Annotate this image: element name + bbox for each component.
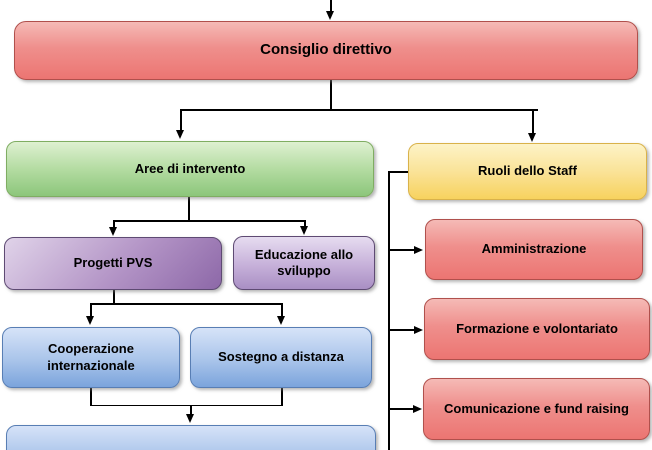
arrowhead-down-icon (528, 133, 536, 142)
connector-to-ruoli (532, 109, 534, 133)
node-aree-di-intervento: Aree di intervento (6, 141, 374, 197)
node-label: Progetti PVS (73, 255, 153, 271)
node-amministrazione: Amministrazione (425, 219, 643, 280)
connector-to-formazione (389, 329, 415, 331)
node-label: Sostegno a distanza (218, 349, 344, 365)
connector-to-progetti (113, 220, 115, 228)
arrowhead-right-icon (414, 325, 423, 334)
connector-to-amministrazione (389, 249, 415, 251)
node-label: Comunicazione e fund raising (444, 400, 629, 416)
node-label: Cooperazione internazionale (47, 341, 135, 373)
node-ruoli-dello-staff: Ruoli dello Staff (408, 143, 647, 200)
arrowhead-right-icon (413, 404, 422, 413)
connector-ruoli-out (388, 171, 408, 173)
connector-cooperazione-down (90, 388, 92, 406)
connector-aree-branch (113, 220, 305, 222)
connector-to-comunicazione (389, 408, 415, 410)
connector-consiglio-stem (330, 80, 332, 110)
node-label: Aree di intervento (134, 160, 246, 176)
node-label: Formazione e volontariato (456, 320, 618, 336)
node-progetti-pvs: Progetti PVS (4, 237, 222, 290)
node-comunicazione-e-fund-raising: Comunicazione e fund raising (423, 378, 650, 440)
arrowhead-down-icon (186, 414, 194, 423)
arrowhead-down-icon (300, 226, 308, 235)
node-label: Ruoli dello Staff (478, 163, 577, 179)
connector-to-educazione (304, 220, 306, 227)
connector-merge (90, 404, 282, 406)
connector-to-sostegno (281, 303, 283, 317)
connector-top-to-consiglio (330, 0, 332, 12)
node-educazione-allo-sviluppo: Educazione allo sviluppo (233, 236, 375, 290)
node-formazione-e-volontariato: Formazione e volontariato (424, 298, 650, 360)
arrowhead-right-icon (414, 245, 423, 254)
node-cooperazione-internazionale: Cooperazione internazionale (2, 327, 180, 388)
arrowhead-down-icon (326, 11, 334, 20)
arrowhead-down-icon (109, 227, 117, 236)
node-label: Amministrazione (481, 241, 587, 257)
node-sostegno-a-distanza: Sostegno a distanza (190, 327, 372, 388)
connector-ruoli-trunk (388, 171, 390, 450)
connector-to-bottom (190, 405, 192, 415)
connector-consiglio-branch (180, 109, 538, 111)
connector-aree-stem (188, 197, 190, 221)
node-consiglio-direttivo: Consiglio direttivo (14, 21, 638, 80)
node-bottom-partial (6, 425, 376, 450)
arrowhead-down-icon (86, 316, 94, 325)
connector-to-cooperazione (90, 303, 92, 317)
connector-sostegno-down (281, 388, 283, 406)
node-label: Consiglio direttivo (260, 41, 392, 59)
node-label: Educazione allo sviluppo (254, 246, 354, 278)
connector-progetti-stem (113, 290, 115, 304)
arrowhead-down-icon (176, 130, 184, 139)
connector-progetti-branch (90, 303, 282, 305)
connector-to-aree (180, 109, 182, 130)
arrowhead-down-icon (277, 316, 285, 325)
